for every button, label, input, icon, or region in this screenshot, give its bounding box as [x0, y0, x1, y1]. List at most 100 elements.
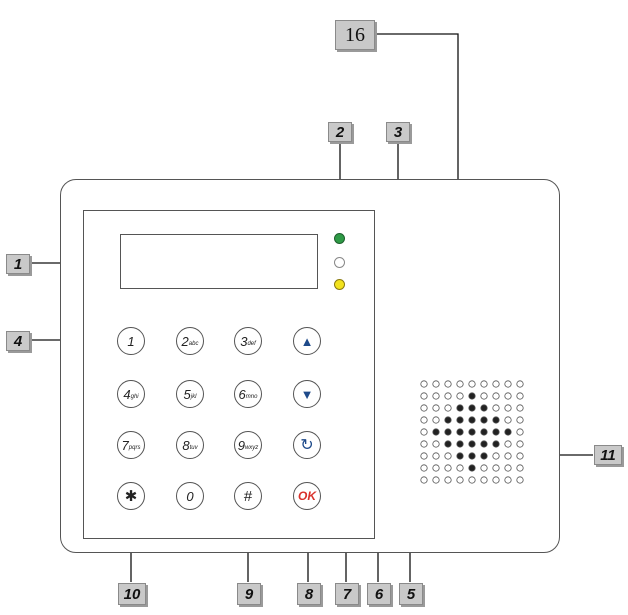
key-6-digit: 6 — [238, 386, 246, 402]
speaker-hole — [432, 380, 440, 388]
key-6-letters: mno — [245, 393, 258, 400]
speaker-hole — [504, 464, 512, 472]
down-arrow-button[interactable]: ▼ — [293, 380, 321, 408]
key-hash[interactable]: # — [234, 482, 262, 510]
speaker-hole — [516, 440, 524, 448]
key-8[interactable]: 8 tuv — [176, 431, 204, 459]
speaker-hole-filled — [492, 428, 500, 436]
speaker-hole — [444, 464, 452, 472]
key-star[interactable]: ✱ — [117, 482, 145, 510]
speaker-hole — [456, 392, 464, 400]
key-3-digit: 3 — [240, 333, 248, 349]
ok-label: OK — [298, 489, 316, 503]
speaker-hole — [516, 452, 524, 460]
status-led-white — [334, 257, 345, 268]
key-5[interactable]: 5 jkl — [176, 380, 204, 408]
refresh-button[interactable]: ↻ — [293, 431, 321, 459]
key-4-letters: ghi — [130, 393, 139, 400]
speaker-hole — [420, 392, 428, 400]
speaker-hole — [456, 476, 464, 484]
speaker-hole-filled — [480, 416, 488, 424]
key-8-digit: 8 — [182, 437, 190, 453]
key-6[interactable]: 6 mno — [234, 380, 262, 408]
callout-1: 1 — [6, 254, 30, 274]
speaker-hole — [516, 392, 524, 400]
speaker-hole-filled — [456, 440, 464, 448]
speaker-hole — [444, 476, 452, 484]
speaker-hole — [432, 464, 440, 472]
speaker-hole — [468, 380, 476, 388]
speaker-hole — [492, 464, 500, 472]
up-arrow-button[interactable]: ▲ — [293, 327, 321, 355]
ok-button[interactable]: OK — [293, 482, 321, 510]
speaker-hole-filled — [444, 416, 452, 424]
key-0[interactable]: 0 — [176, 482, 204, 510]
key-4-digit: 4 — [123, 386, 131, 402]
key-1-digit: 1 — [127, 333, 135, 349]
speaker-hole — [420, 464, 428, 472]
down-arrow-icon: ▼ — [300, 386, 314, 402]
key-3[interactable]: 3 def — [234, 327, 262, 355]
callout-4-label: 4 — [13, 332, 23, 350]
key-2-digit: 2 — [181, 333, 189, 349]
speaker-hole — [504, 380, 512, 388]
speaker-hole-filled — [480, 428, 488, 436]
callout-2: 2 — [328, 122, 352, 142]
speaker-hole-filled — [480, 440, 488, 448]
speaker-hole — [456, 464, 464, 472]
refresh-icon: ↻ — [300, 437, 314, 454]
callout-10: 10 — [118, 583, 146, 605]
speaker-hole-filled — [444, 428, 452, 436]
key-1[interactable]: 1 — [117, 327, 145, 355]
speaker-hole — [516, 416, 524, 424]
key-2[interactable]: 2 abc — [176, 327, 204, 355]
speaker-hole — [420, 404, 428, 412]
speaker-hole — [468, 476, 476, 484]
speaker-hole — [492, 404, 500, 412]
speaker-hole — [432, 416, 440, 424]
speaker-hole-filled — [468, 428, 476, 436]
speaker-hole — [504, 440, 512, 448]
speaker-hole — [444, 452, 452, 460]
speaker-hole — [480, 380, 488, 388]
speaker-hole-filled — [468, 416, 476, 424]
key-7[interactable]: 7 pqrs — [117, 431, 145, 459]
callout-5: 5 — [399, 583, 423, 605]
speaker-hole — [492, 476, 500, 484]
status-led-yellow — [334, 279, 345, 290]
speaker-hole — [432, 476, 440, 484]
callout-6-label: 6 — [374, 585, 384, 603]
speaker-hole-filled — [468, 392, 476, 400]
speaker-hole — [432, 404, 440, 412]
speaker-hole-filled — [456, 416, 464, 424]
speaker-hole — [504, 452, 512, 460]
key-4[interactable]: 4 ghi — [117, 380, 145, 408]
key-9[interactable]: 9 wxyz — [234, 431, 262, 459]
speaker-hole — [420, 440, 428, 448]
callout-9-label: 9 — [244, 585, 254, 603]
speaker-hole — [504, 416, 512, 424]
speaker-hole — [432, 440, 440, 448]
callout-11: 11 — [594, 445, 622, 465]
key-9-digit: 9 — [237, 437, 245, 453]
speaker-hole-filled — [456, 404, 464, 412]
speaker-hole-filled — [468, 404, 476, 412]
callout-9: 9 — [237, 583, 261, 605]
speaker-hole-filled — [480, 452, 488, 460]
speaker-hole — [516, 380, 524, 388]
speaker-hole — [444, 404, 452, 412]
speaker-hole — [420, 476, 428, 484]
speaker-hole — [504, 392, 512, 400]
speaker-hole — [420, 416, 428, 424]
callout-7: 7 — [335, 583, 359, 605]
key-2-letters: abc — [188, 340, 199, 347]
speaker-hole — [504, 404, 512, 412]
speaker-hole-filled — [444, 440, 452, 448]
speaker-hole-filled — [492, 416, 500, 424]
speaker-hole — [492, 452, 500, 460]
up-arrow-icon: ▲ — [300, 333, 314, 349]
speaker-hole — [432, 452, 440, 460]
speaker-hole — [420, 428, 428, 436]
speaker-hole — [432, 392, 440, 400]
